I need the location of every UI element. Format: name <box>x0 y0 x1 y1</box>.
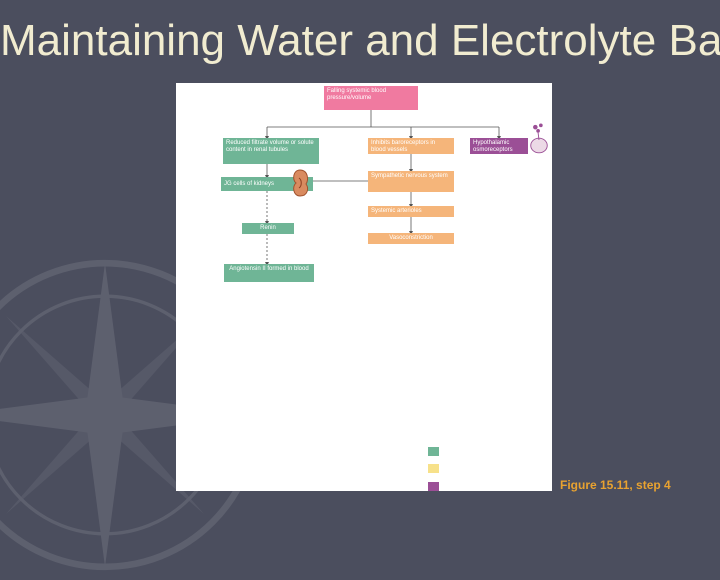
legend-swatch-hormonal <box>428 482 439 491</box>
slide-title: Maintaining Water and Electrolyte Balanc… <box>0 16 720 65</box>
renin-box: Renin <box>242 223 294 234</box>
legend-swatch-neural <box>428 464 439 473</box>
kidney-icon <box>293 169 309 197</box>
osmoreceptors-box: Hypothalamic osmoreceptors <box>470 138 528 154</box>
background-compass-icon <box>0 259 261 571</box>
flow-connectors <box>265 110 501 266</box>
angiotensin-box: Angiotensin II formed in blood <box>224 264 314 282</box>
legend-swatch-renal <box>428 447 439 456</box>
filtrate-box: Reduced filtrate volume or solute conten… <box>223 138 319 164</box>
jg-cells-box: JG cells of kidneys <box>221 177 313 191</box>
arterioles-box: Systemic arterioles <box>368 206 454 217</box>
sympathetic-box: Sympathetic nervous system <box>368 171 454 192</box>
figure-caption: Figure 15.11, step 4 <box>560 478 671 492</box>
stimulus-box: Falling systemic blood pressure/volume <box>324 86 418 110</box>
baroreceptors-box: Inhibits baroreceptors in blood vessels <box>368 138 454 154</box>
figure-panel: Falling systemic blood pressure/volume R… <box>176 83 552 491</box>
vasoconstriction-box: Vasoconstriction <box>368 233 454 244</box>
hypothalamus-icon <box>530 123 548 154</box>
